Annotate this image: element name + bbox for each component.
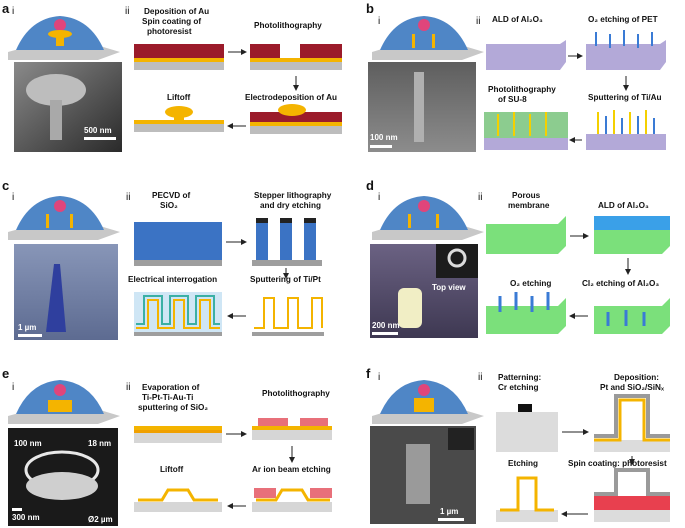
process-diagram-f [496,394,670,522]
cell-schematic-e [8,380,120,424]
process-diagram-e [134,418,332,512]
scale-bar-label-e: 300 nm [12,513,40,522]
subpanel-ii-c: ii [126,192,130,203]
panel-label-b: b [366,1,374,16]
panel-label-c: c [2,178,9,193]
cell-schematic-f [372,380,484,424]
step-label: Photolithography [254,21,322,30]
scale-bar-label-b: 100 nm [370,133,398,142]
panel-e: e i 100 nm 18 nm Ø2 µm 300 nm ii Evapora… [2,366,332,526]
scale-bar-b [370,145,392,148]
step-label: O₂ etching [510,279,551,288]
step-label: Evaporation of [142,383,200,392]
cell-schematic-a [8,16,120,60]
step-label: sputtering of SiO₂ [138,403,208,412]
subpanel-i-b: i [378,16,380,27]
panel-c: c i 1 µm ii PECVD of SiO₂ Stepper lithog… [2,178,332,340]
step-label: Cr etching [498,383,539,392]
step-label: O₂ etching of PET [588,15,658,24]
step-label: and dry etching [260,201,321,210]
step-label: Liftoff [167,93,190,102]
step-label: Stepper lithography [254,191,332,200]
subpanel-ii-b: ii [476,16,480,27]
scale-bar-label-d: 200 nm [372,321,400,330]
scale-bar-f [438,518,464,521]
step-label: SiO₂ [160,201,178,210]
panel-f: f i 1 µm ii Patterning: Cr etching Depos… [366,366,670,524]
step-label: Electrodeposition of Au [245,93,337,102]
subpanel-ii-e: ii [126,382,130,393]
sem-mushroom-cap [26,74,86,106]
panel-label-e: e [2,366,9,381]
scale-bar-label-f: 1 µm [440,507,458,516]
annotation: Ø2 µm [88,515,113,524]
subpanel-i-e: i [12,382,14,393]
step-label: ALD of Al₂O₃ [598,201,649,210]
annotation: 18 nm [88,439,111,448]
step-label: Spin coating: photoresist [568,459,667,468]
step-label: Pt and SiO₂/SiNₓ [600,383,664,392]
inset-label: Top view [432,283,466,292]
step-label: Sputtering of Ti/Au [588,93,662,102]
step-label: photoresist [147,27,192,36]
subpanel-i-c: i [12,192,14,203]
panel-label-d: d [366,178,374,193]
step-label: Deposition of Au [144,7,209,16]
step-label: Electrical interrogation [128,275,217,284]
step-label: Photolithography [262,389,330,398]
cell-schematic-b [372,16,484,60]
subpanel-i-f: i [378,372,380,383]
step-label: Porous [512,191,541,200]
step-label: ALD of Al₂O₃ [492,15,543,24]
subpanel-ii-f: ii [478,372,482,383]
step-label: Patterning: [498,373,541,382]
cell-schematic-c [8,196,120,240]
process-diagram-d [486,216,670,334]
panel-label-a: a [2,1,10,16]
scale-bar-e [12,508,22,511]
subpanel-ii-d: ii [478,192,482,203]
step-label: Sputtering of Ti/Pt [250,275,321,284]
subpanel-ii-a: ii [125,6,129,17]
step-label: Spin coating of [142,17,201,26]
annotation: 100 nm [14,439,42,448]
process-diagram-b [484,30,666,150]
panel-a: a i 500 nm ii Deposition of Au Spin coat… [2,1,342,152]
panel-label-f: f [366,366,371,381]
scale-bar-d [372,332,398,335]
step-label: Deposition: [614,373,659,382]
process-diagram-a [134,44,342,134]
subpanel-i-a: i [12,6,14,17]
step-label: membrane [508,201,550,210]
step-label: Liftoff [160,465,183,474]
step-label: Cl₂ etching of Al₂O₃ [582,279,659,288]
step-label: of SU-8 [498,95,527,104]
process-diagram-c [134,218,324,336]
step-label: Photolithography [488,85,556,94]
step-label: Etching [508,459,538,468]
scale-bar-a [84,137,116,140]
sem-image-c [14,244,118,340]
step-label: Ar ion beam etching [252,465,331,474]
scale-bar-label-c: 1 µm [18,323,36,332]
scale-bar-c [18,334,42,337]
panel-d: d i Top view 200 nm ii Porous membrane A… [366,178,670,338]
step-label: PECVD of [152,191,190,200]
subpanel-i-d: i [378,192,380,203]
panel-b: b i 100 nm ii ALD of Al₂O₃ O₂ etching of… [366,1,666,152]
cell-schematic-d [372,196,484,240]
scale-bar-label-a: 500 nm [84,126,112,135]
step-label: Ti-Pt-Ti-Au-Ti [142,393,193,402]
